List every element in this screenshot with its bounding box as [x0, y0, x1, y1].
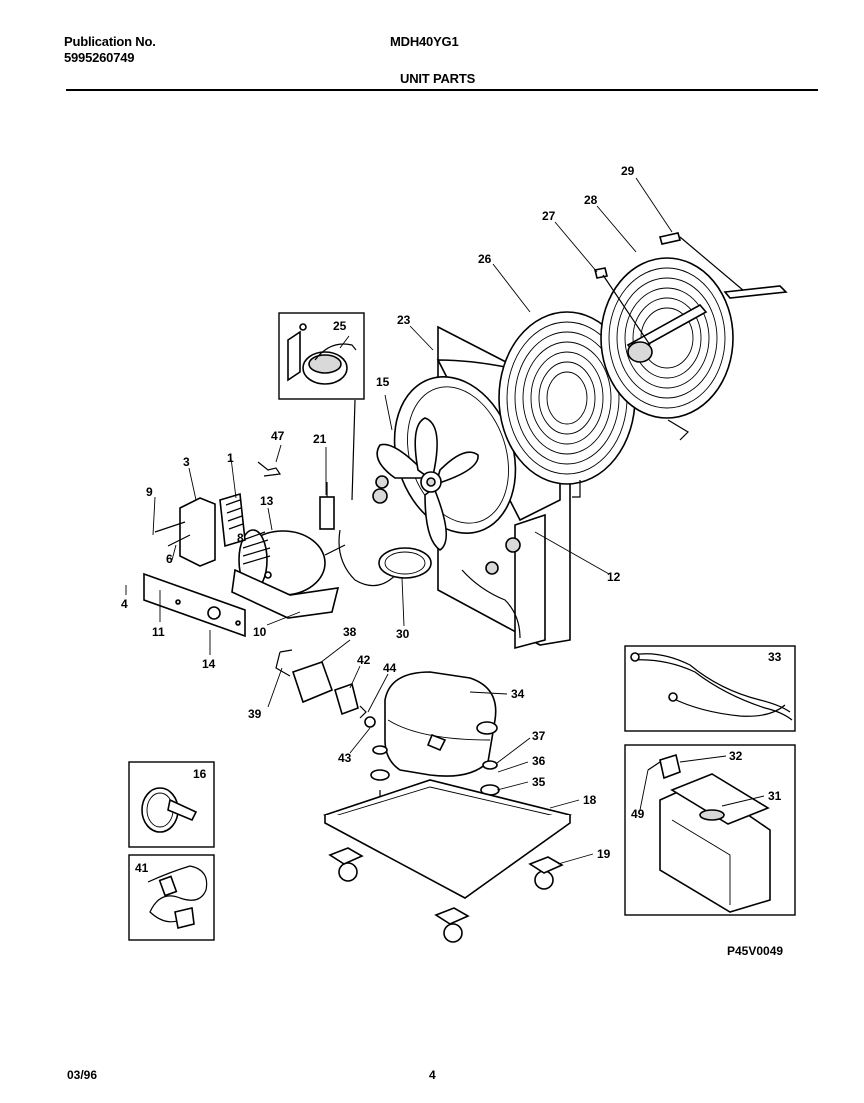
wiring-harness — [338, 399, 521, 639]
callout-3: 3 — [183, 455, 190, 469]
inset-box-water-bucket — [624, 744, 796, 916]
callout-44: 44 — [383, 661, 397, 675]
callout-36: 36 — [532, 754, 546, 768]
callout-30: 30 — [396, 627, 410, 641]
motor-bracket — [231, 568, 340, 619]
callout-21: 21 — [313, 432, 327, 446]
inset-box-wire-harness — [624, 645, 796, 732]
callout-39: 39 — [248, 707, 262, 721]
power-cord — [147, 865, 208, 929]
callout-10: 10 — [253, 625, 267, 639]
leader-lines — [125, 177, 765, 865]
callout-9: 9 — [146, 485, 153, 499]
control-panel — [143, 572, 246, 638]
callout-31: 31 — [768, 789, 782, 803]
callout-38: 38 — [343, 625, 357, 639]
water-bucket — [647, 753, 771, 913]
drain-bracket — [594, 232, 788, 346]
model-number: MDH40YG1 — [390, 34, 459, 49]
callout-29: 29 — [621, 164, 635, 178]
control-switch — [154, 492, 246, 567]
fan-blade — [376, 417, 479, 551]
callout-26: 26 — [478, 252, 492, 266]
callout-34: 34 — [511, 687, 525, 701]
terminal-clip — [359, 705, 376, 728]
callout-28: 28 — [584, 193, 598, 207]
page-number: 4 — [429, 1068, 436, 1082]
callout-numbers: 1 3 4 6 8 9 10 11 12 13 14 15 16 18 19 2… — [121, 164, 782, 875]
callout-42: 42 — [357, 653, 371, 667]
figure-code: P45V0049 — [727, 944, 784, 958]
callout-47: 47 — [271, 429, 285, 443]
casters — [328, 847, 564, 943]
callout-23: 23 — [397, 313, 411, 327]
publication-number: 5995260749 — [64, 50, 135, 65]
inset-box-switch — [278, 312, 365, 400]
callout-37: 37 — [532, 729, 546, 743]
callout-49: 49 — [631, 807, 645, 821]
callout-1: 1 — [227, 451, 234, 465]
callout-32: 32 — [729, 749, 743, 763]
relay — [275, 649, 334, 704]
publication-label: Publication No. — [64, 34, 156, 49]
capacitor — [319, 482, 335, 530]
callout-27: 27 — [542, 209, 556, 223]
callout-12: 12 — [607, 570, 621, 584]
hose-clamp — [141, 787, 198, 833]
inset-box-clamp — [128, 761, 215, 848]
callout-19: 19 — [597, 847, 611, 861]
callout-4: 4 — [121, 597, 128, 611]
callout-33: 33 — [768, 650, 782, 664]
callout-25: 25 — [333, 319, 347, 333]
compressor — [384, 671, 498, 777]
callout-16: 16 — [193, 767, 207, 781]
callout-43: 43 — [338, 751, 352, 765]
header-rule — [66, 89, 818, 91]
callout-14: 14 — [202, 657, 216, 671]
callout-15: 15 — [376, 375, 390, 389]
wire-harness — [630, 652, 793, 721]
callout-6: 6 — [166, 552, 173, 566]
section-title: UNIT PARTS — [400, 71, 476, 86]
callout-11: 11 — [152, 625, 165, 639]
footer-date: 03/96 — [67, 1068, 98, 1082]
callout-13: 13 — [260, 494, 274, 508]
base-pan — [322, 779, 572, 899]
switch-part-illustration — [287, 323, 357, 385]
callout-41: 41 — [135, 861, 149, 875]
inset-box-power-cord — [128, 854, 215, 941]
overload-protector — [334, 682, 359, 716]
callout-8: 8 — [237, 531, 244, 545]
clip-part — [257, 461, 282, 477]
callout-35: 35 — [532, 775, 546, 789]
callout-18: 18 — [583, 793, 597, 807]
